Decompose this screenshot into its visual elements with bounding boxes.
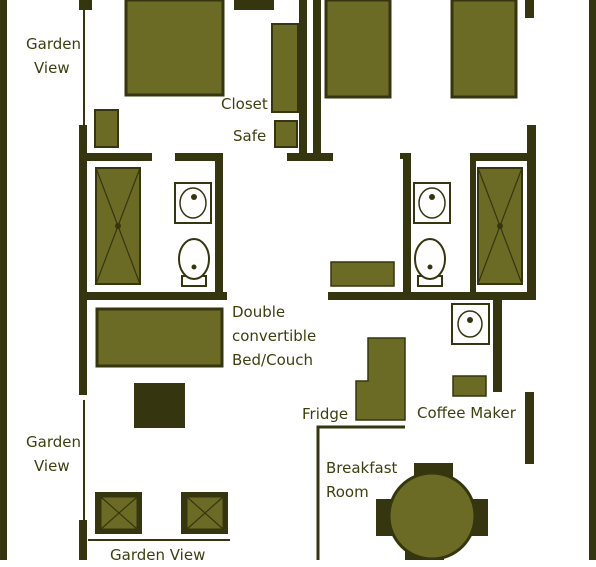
sink-right-bowl: [418, 187, 446, 219]
toilet-right-dot: [427, 264, 433, 270]
wall-right-low: [525, 392, 534, 464]
wall-top-left: [79, 0, 92, 10]
showers: [95, 167, 523, 285]
garden-view-left-top-label: Garden View: [26, 32, 81, 80]
toilet-left-dot: [191, 264, 197, 270]
sinks: [174, 182, 490, 345]
wall-bath-right-top: [470, 153, 536, 161]
closet-unit: [271, 23, 299, 113]
outer-wall-left: [0, 0, 7, 560]
breakfast-room-label: Breakfast Room: [326, 456, 397, 504]
kitchen-counter-line: [316, 425, 405, 560]
wall-bath-left-top: [87, 153, 152, 161]
wall-center-step: [287, 153, 333, 161]
shower-right-drain: [497, 223, 503, 229]
garden-view-bottom-label: Garden View: [110, 546, 206, 564]
kitchen-sink-tap: [467, 317, 473, 323]
wall-bath-right-bottom: [328, 292, 536, 300]
storage: [94, 23, 299, 148]
wall-center-a: [299, 0, 307, 160]
armchairs: [95, 492, 228, 534]
closet-label: Closet: [221, 95, 268, 113]
couch: [95, 307, 224, 368]
sink-left-bowl: [179, 187, 207, 219]
garden-view-left-top-line1: Garden: [26, 35, 81, 53]
nightstand: [94, 109, 119, 148]
toilets: [178, 238, 446, 287]
breakfast-room-line2: Room: [326, 483, 369, 501]
dining-table: [387, 471, 477, 560]
wall-left-lower: [79, 520, 87, 560]
counter-bench: [330, 261, 395, 287]
garden-view-left-bottom-label: Garden View: [26, 430, 81, 478]
window-lines: [83, 0, 230, 541]
fridge-label: Fridge: [302, 405, 349, 423]
wall-bath-left-side: [215, 153, 223, 298]
armchair-right-x-b: [186, 496, 224, 530]
fridge: [355, 337, 406, 421]
living-furniture: [95, 261, 487, 428]
double-bed: [124, 0, 225, 97]
wall-right-mid: [527, 125, 536, 300]
wall-bath-right-inner: [470, 153, 476, 298]
safe-unit: [274, 120, 298, 148]
wall-right-upper: [525, 0, 534, 18]
wall-top-mid: [234, 0, 274, 10]
couch-label-line1: Double: [232, 303, 286, 321]
garden-view-left-top-line2: View: [34, 59, 70, 77]
toilet-right-bowl: [414, 238, 446, 280]
outer-wall-right: [589, 0, 596, 560]
wall-right-diagonal: [493, 300, 502, 392]
wall-bath-right-side: [403, 153, 411, 298]
single-bed-left: [324, 0, 392, 99]
couch-label: Double convertible Bed/Couch: [232, 300, 316, 372]
couch-label-line3: Bed/Couch: [232, 351, 314, 369]
coffee-maker: [452, 375, 487, 397]
shower-left-drain: [115, 223, 121, 229]
toilet-left-bowl: [178, 238, 210, 280]
sink-right-tap: [429, 194, 435, 200]
armchair-left-x-b: [100, 496, 138, 530]
coffee-maker-label: Coffee Maker: [417, 404, 516, 422]
kitchen-sink-bowl: [457, 310, 483, 338]
wall-bath-left-bottom: [87, 292, 227, 300]
coffee-table: [134, 383, 185, 428]
couch-label-line2: convertible: [232, 327, 317, 345]
garden-view-left-bottom-line1: Garden: [26, 433, 81, 451]
wall-left-upper: [79, 125, 87, 395]
wall-bath-left-top-r: [175, 153, 220, 161]
interior-walls: [79, 0, 536, 560]
wall-center-b: [313, 0, 321, 160]
safe-label: Safe: [233, 127, 267, 145]
breakfast-room-line1: Breakfast: [326, 459, 398, 477]
garden-view-left-bottom-line2: View: [34, 457, 70, 475]
single-bed-right: [450, 0, 518, 99]
kitchen-lines: [316, 425, 405, 560]
sink-left-tap: [191, 194, 197, 200]
beds: [124, 0, 518, 99]
dining-set: [376, 463, 488, 560]
